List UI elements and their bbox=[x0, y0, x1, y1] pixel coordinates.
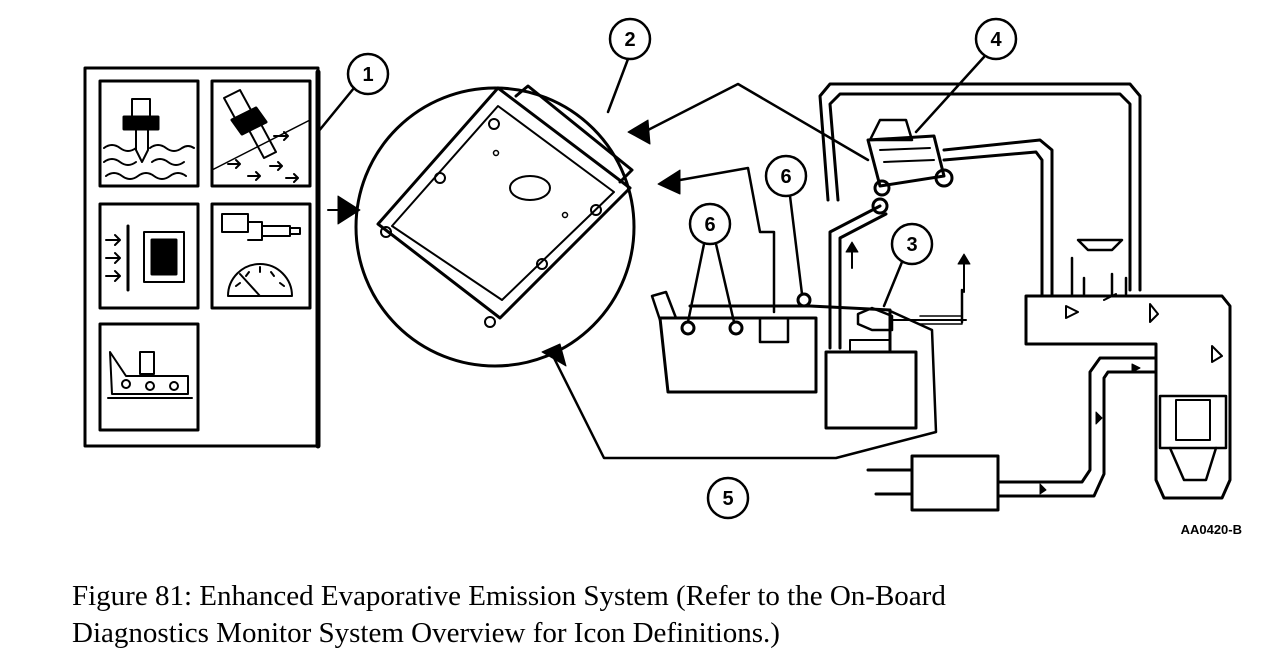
charcoal-canister bbox=[824, 241, 971, 430]
callout-label: 3 bbox=[906, 234, 917, 256]
spray-injector-icon bbox=[210, 79, 312, 188]
monitor-icon-panel bbox=[83, 66, 361, 449]
figure-caption: Figure 81: Enhanced Evaporative Emission… bbox=[72, 578, 1222, 652]
emission-system-diagram: 1 2 3 4 5 6 6 AA0420-B bbox=[83, 17, 1242, 537]
vehicle-icon bbox=[98, 322, 200, 432]
intake-engine bbox=[866, 238, 1232, 512]
callout-label: 1 bbox=[362, 64, 373, 86]
callout-label: 6 bbox=[704, 214, 715, 236]
callout-label: 2 bbox=[624, 29, 635, 51]
fuel-injector-icon bbox=[98, 79, 200, 188]
vapor-lines bbox=[688, 82, 1142, 352]
pcm-module bbox=[354, 84, 636, 368]
sensor-gauge-icon bbox=[210, 202, 312, 310]
fuel-tank bbox=[650, 290, 818, 394]
purge-valve bbox=[866, 118, 954, 215]
callout-label: 6 bbox=[780, 166, 791, 188]
art-code-label: AA0420-B bbox=[1181, 522, 1242, 537]
caption-line-2: Diagnostics Monitor System Overview for … bbox=[72, 617, 780, 649]
caption-line-1: Figure 81: Enhanced Evaporative Emission… bbox=[72, 580, 946, 612]
module-arrows-icon bbox=[98, 202, 200, 310]
callout-label: 4 bbox=[990, 29, 1002, 51]
signal-lines bbox=[541, 82, 938, 460]
callouts bbox=[316, 17, 1018, 520]
callout-label: 5 bbox=[722, 488, 733, 510]
